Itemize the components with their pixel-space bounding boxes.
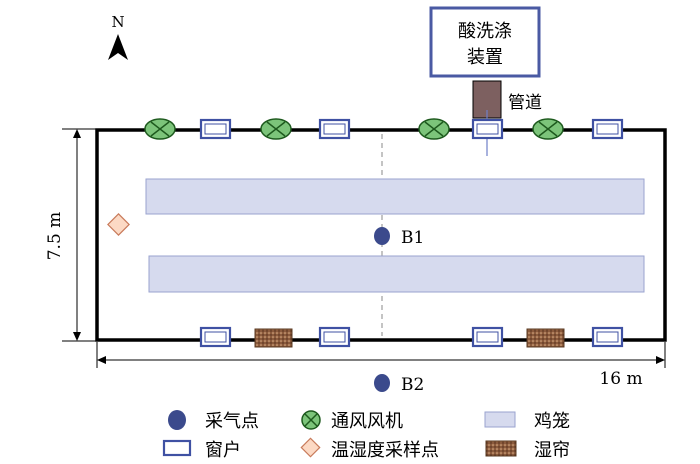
length-dimension-label: 16 m	[599, 369, 642, 389]
acid-scrubber-label-line1: 酸洗涤	[458, 21, 512, 42]
legend-fan-label: 通风风机	[331, 411, 403, 432]
legend-window-label: 窗户	[205, 440, 241, 461]
legend-fan-icon	[301, 410, 321, 430]
sampling-point-b2-label: B2	[401, 375, 424, 395]
legend-cage-label: 鸡笼	[534, 411, 570, 432]
acid-scrubber-box	[429, 6, 541, 78]
window-icon	[591, 326, 624, 348]
sampling-point-b1	[374, 227, 390, 245]
legend-wet-curtain-icon	[485, 440, 517, 457]
cage-row-upper	[145, 178, 645, 215]
legend-sampling-point-label: 采气点	[205, 411, 259, 432]
legend-sampling-point-icon	[168, 410, 186, 430]
window-icon	[318, 326, 351, 348]
fan-icon	[418, 118, 450, 140]
barn-outline	[95, 128, 667, 342]
window-icon	[199, 118, 232, 140]
fan-icon	[260, 118, 292, 140]
legend-window-icon	[162, 439, 192, 457]
legend-cage-icon	[484, 411, 516, 428]
width-dimension	[62, 128, 96, 342]
north-arrow-icon: N	[108, 13, 128, 60]
window-icon	[199, 326, 232, 348]
sampling-point-b2	[374, 374, 390, 392]
pipe-label: 管道	[508, 93, 542, 113]
length-dimension	[96, 342, 666, 368]
sampling-point-b1-label: B1	[401, 228, 424, 248]
legend-temp-humidity-icon	[300, 437, 321, 458]
window-icon	[318, 118, 351, 140]
wet-curtain	[526, 328, 565, 348]
window-icon	[591, 118, 624, 140]
legend-wet-curtain-label: 湿帘	[534, 440, 570, 461]
fan-icon	[144, 118, 176, 140]
window-icon	[471, 326, 504, 348]
legend-temp-humidity-label: 温湿度采样点	[331, 440, 439, 461]
cage-row-lower	[148, 255, 645, 293]
temp-humidity-point	[107, 213, 130, 236]
wet-curtain	[254, 328, 293, 348]
acid-scrubber-label-line2: 装置	[467, 47, 503, 68]
north-label: N	[111, 13, 124, 31]
fan-icon	[532, 118, 564, 140]
width-dimension-label: 7.5 m	[45, 212, 65, 261]
window-icon	[471, 118, 504, 140]
